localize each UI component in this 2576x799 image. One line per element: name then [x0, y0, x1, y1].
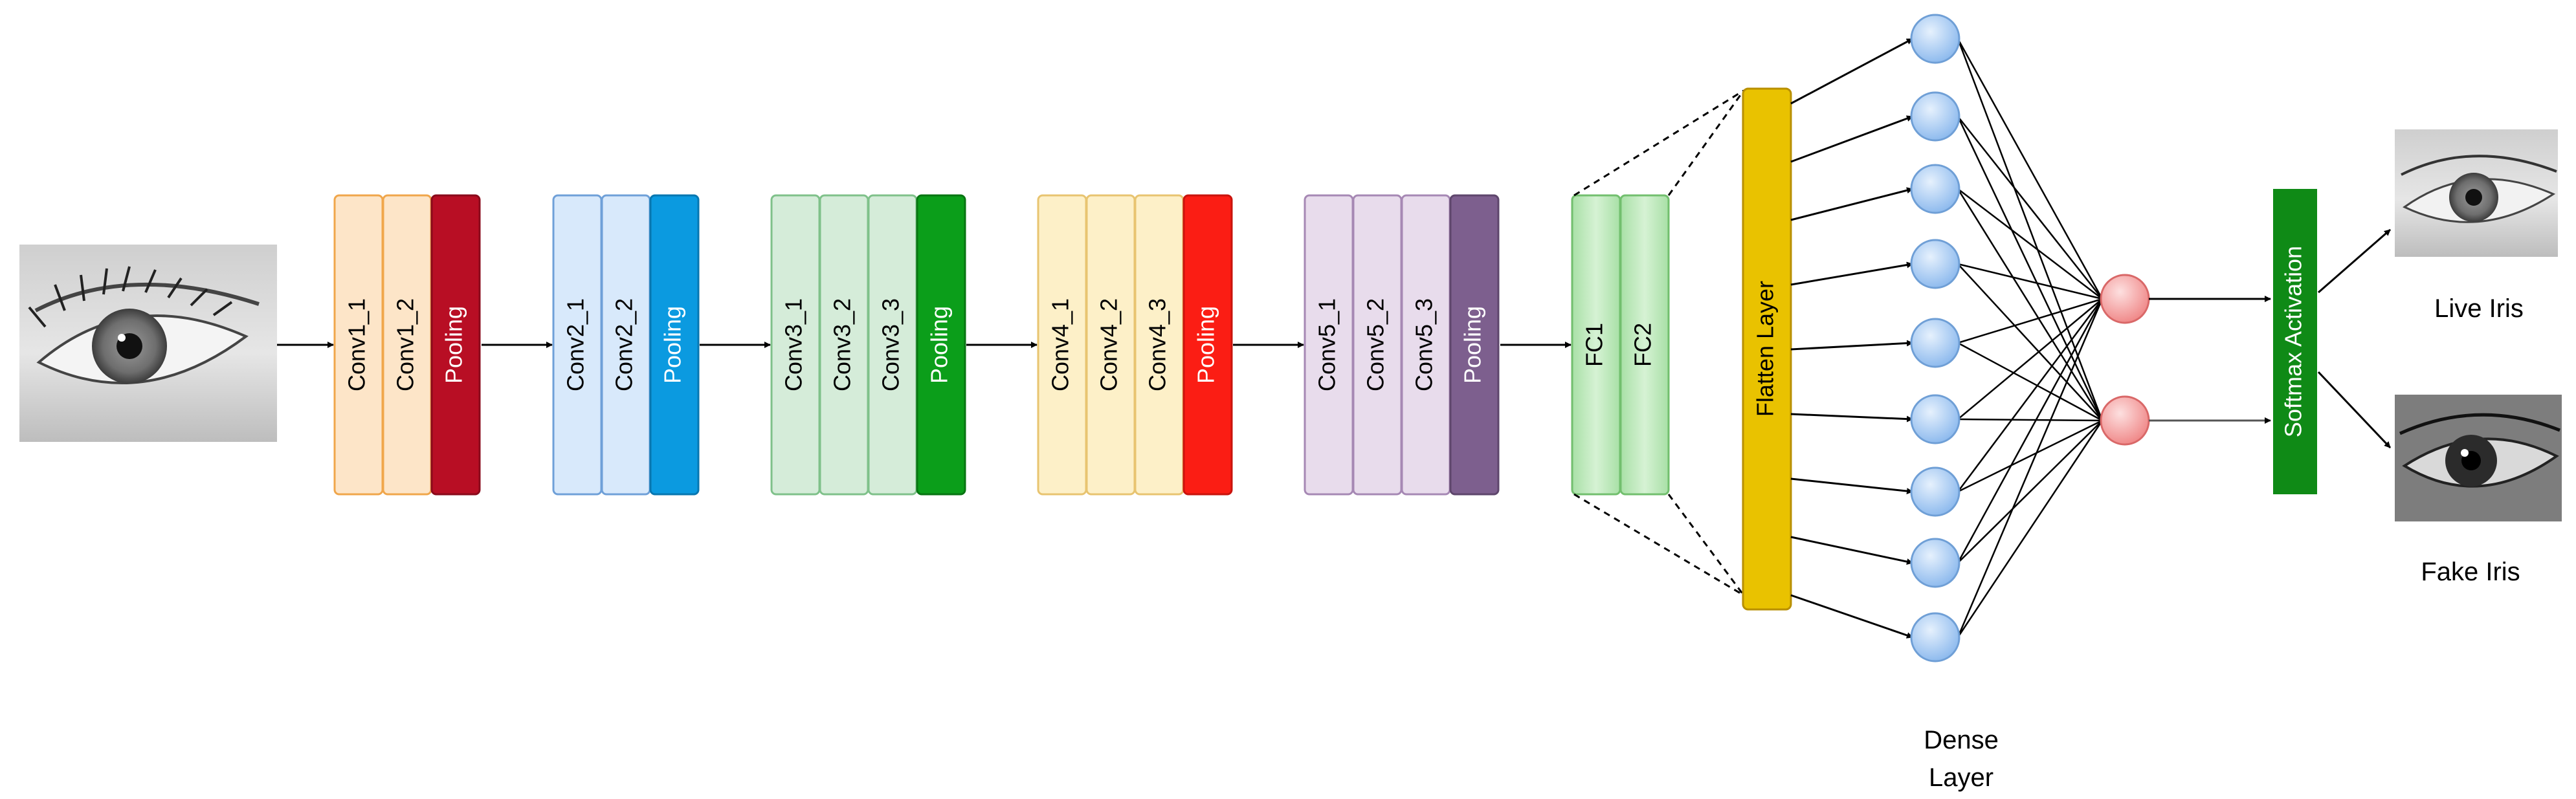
fc2-label: FC2 [1630, 323, 1656, 367]
dense-node [1910, 91, 1960, 142]
pool3-label: Pooling [926, 306, 953, 384]
pool4-layer [1183, 194, 1233, 496]
pool5-label: Pooling [1460, 306, 1486, 384]
dense-node [1910, 239, 1960, 289]
flatten-label: Flatten Layer [1752, 281, 1779, 417]
live-eye-image [2395, 129, 2558, 257]
output-node-fake [2100, 395, 2150, 446]
conv-block-2: Conv2_1 Conv2_2 Pooling [552, 194, 700, 496]
flatten-to-dense-arrows [1790, 38, 1913, 639]
pool4-label: Pooling [1193, 306, 1219, 384]
pool3-layer [916, 194, 966, 496]
fake-iris-label: Fake Iris [2421, 558, 2520, 586]
output-node-live [2100, 274, 2150, 324]
conv3-2-label: Conv3_2 [829, 298, 856, 391]
output-nodes [2100, 274, 2150, 446]
fc1-label: FC1 [1581, 323, 1608, 367]
projection-lines [1573, 89, 1745, 597]
dense-node [1910, 394, 1960, 444]
pool2-layer [649, 194, 700, 496]
pool1-layer [430, 194, 481, 496]
dense-layer-label-line1: Dense [1924, 726, 1999, 754]
conv-block-4: Conv4_1 Conv4_2 Conv4_3 Pooling [1037, 194, 1233, 496]
conv2-1-label: Conv2_1 [562, 298, 589, 391]
dense-layer-label-line2: Layer [1929, 763, 1993, 792]
softmax-label: Softmax Activation [2280, 246, 2307, 437]
softmax-to-output-arrows [2317, 228, 2392, 449]
conv4-2-label: Conv4_2 [1096, 298, 1122, 391]
conv-block-3: Conv3_1 Conv3_2 Conv3_3 Pooling [770, 194, 966, 496]
dense-layer-nodes [1910, 14, 1960, 662]
flatten-layer: Flatten Layer [1742, 87, 1792, 611]
conv-block-1: Conv1_1 Conv1_2 Pooling [333, 194, 481, 496]
dense-to-output-edges [1957, 38, 2104, 638]
dense-node [1910, 538, 1960, 588]
dense-node [1910, 164, 1960, 214]
conv5-2-label: Conv5_2 [1362, 298, 1389, 391]
fc2-layer [1619, 194, 1670, 496]
conv-block-5: Conv5_1 Conv5_2 Conv5_3 Pooling [1304, 194, 1500, 496]
dense-node [1910, 14, 1960, 64]
conv4-1-label: Conv4_1 [1047, 298, 1074, 391]
softmax-layer: Softmax Activation [2273, 189, 2317, 494]
fake-eye-image [2395, 395, 2562, 521]
fc-block: FC1 FC2 [1571, 194, 1670, 496]
dense-node [1910, 318, 1960, 368]
dense-node [1910, 466, 1960, 517]
input-eye-image [19, 245, 277, 442]
conv2-2-label: Conv2_2 [611, 298, 638, 391]
live-iris-label: Live Iris [2434, 294, 2524, 323]
conv4-3-label: Conv4_3 [1144, 298, 1171, 391]
conv5-3-label: Conv5_3 [1411, 298, 1438, 391]
conv5-1-label: Conv5_1 [1314, 298, 1340, 391]
pool1-label: Pooling [441, 306, 467, 384]
conv3-1-label: Conv3_1 [781, 298, 807, 391]
output-to-softmax-arrows [2149, 296, 2271, 424]
conv1-2-label: Conv1_2 [392, 298, 419, 391]
pool5-layer [1449, 194, 1500, 496]
pool2-label: Pooling [660, 306, 686, 384]
conv3-3-label: Conv3_3 [878, 298, 904, 391]
dense-node [1910, 612, 1960, 662]
conv1-1-label: Conv1_1 [344, 298, 370, 391]
